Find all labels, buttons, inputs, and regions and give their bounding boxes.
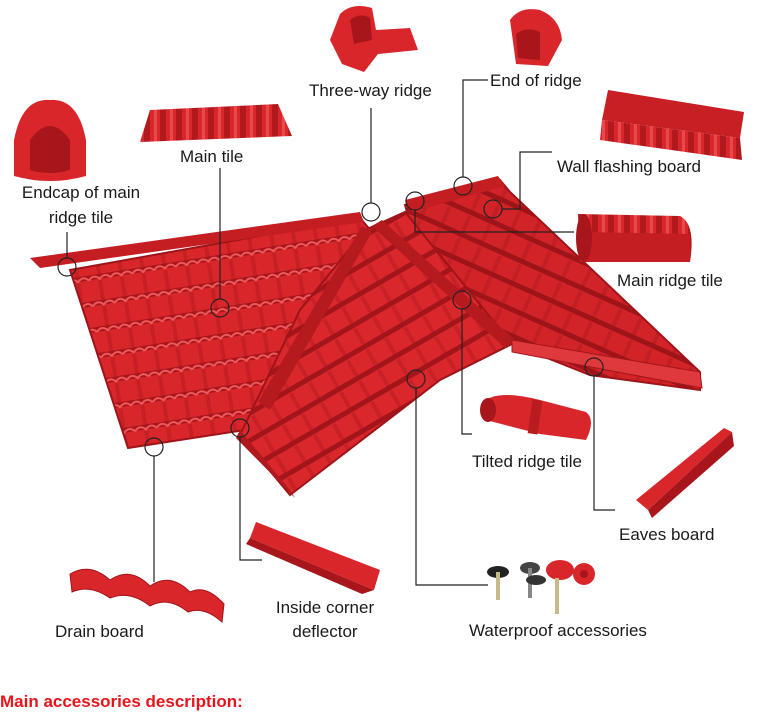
wall-flashing-board-icon xyxy=(600,90,744,160)
callout-end-of-ridge-line xyxy=(462,79,488,177)
label-inside-corner-line2: deflector xyxy=(292,622,358,641)
label-endcap-line2: ridge tile xyxy=(48,208,114,227)
tilted-ridge-right xyxy=(372,220,515,348)
drain-board-icon xyxy=(69,568,225,624)
label-tilted-ridge-tile: Tilted ridge tile xyxy=(472,452,582,471)
main-tile-icon xyxy=(140,104,292,142)
three-way-ridge-icon xyxy=(330,6,418,72)
endcap-icon xyxy=(14,99,86,181)
label-main-ridge-tile: Main ridge tile xyxy=(617,271,723,290)
label-main-tile: Main tile xyxy=(180,147,244,166)
end-of-ridge-icon xyxy=(510,9,562,66)
front-eave xyxy=(236,430,295,498)
upper-ridge xyxy=(405,176,505,212)
label-end-of-ridge: End of ridge xyxy=(490,71,582,90)
label-inside-corner-deflector: Inside corner deflector xyxy=(266,597,384,643)
label-waterproof-accessories: Waterproof accessories xyxy=(469,621,647,640)
label-three-way-ridge: Three-way ridge xyxy=(309,81,432,100)
tilted-ridge-left xyxy=(258,226,372,410)
waterproof-accessories-icon xyxy=(487,560,595,614)
callout-tilted-ridge-line xyxy=(461,309,472,435)
label-inside-corner-line1: Inside corner xyxy=(275,598,375,617)
section-heading: Main accessories description: xyxy=(0,692,243,711)
main-ridge xyxy=(30,212,364,268)
callout-three-way-ridge-marker xyxy=(361,202,381,222)
callout-main-ridge-tile-line xyxy=(414,210,574,233)
label-endcap-line1: Endcap of main xyxy=(21,183,141,202)
main-ridge-tile-icon xyxy=(576,214,692,262)
label-wall-flashing-board: Wall flashing board xyxy=(557,157,701,176)
label-drain-board: Drain board xyxy=(55,622,144,641)
callout-inside-corner-line xyxy=(239,437,262,561)
label-endcap: Endcap of main ridge tile xyxy=(12,182,150,229)
callout-lines xyxy=(57,79,615,586)
inside-corner-deflector-icon xyxy=(246,522,380,594)
label-eaves-board: Eaves board xyxy=(619,525,715,544)
eaves-board-icon xyxy=(636,428,734,518)
roof-illustration xyxy=(30,176,703,498)
callout-waterproof-line xyxy=(415,388,488,586)
callout-eaves-board-line xyxy=(593,376,615,511)
tilted-ridge-tile-icon xyxy=(480,395,591,440)
eaves-board-roof xyxy=(511,339,703,389)
callout-wall-flashing-line xyxy=(502,151,552,210)
